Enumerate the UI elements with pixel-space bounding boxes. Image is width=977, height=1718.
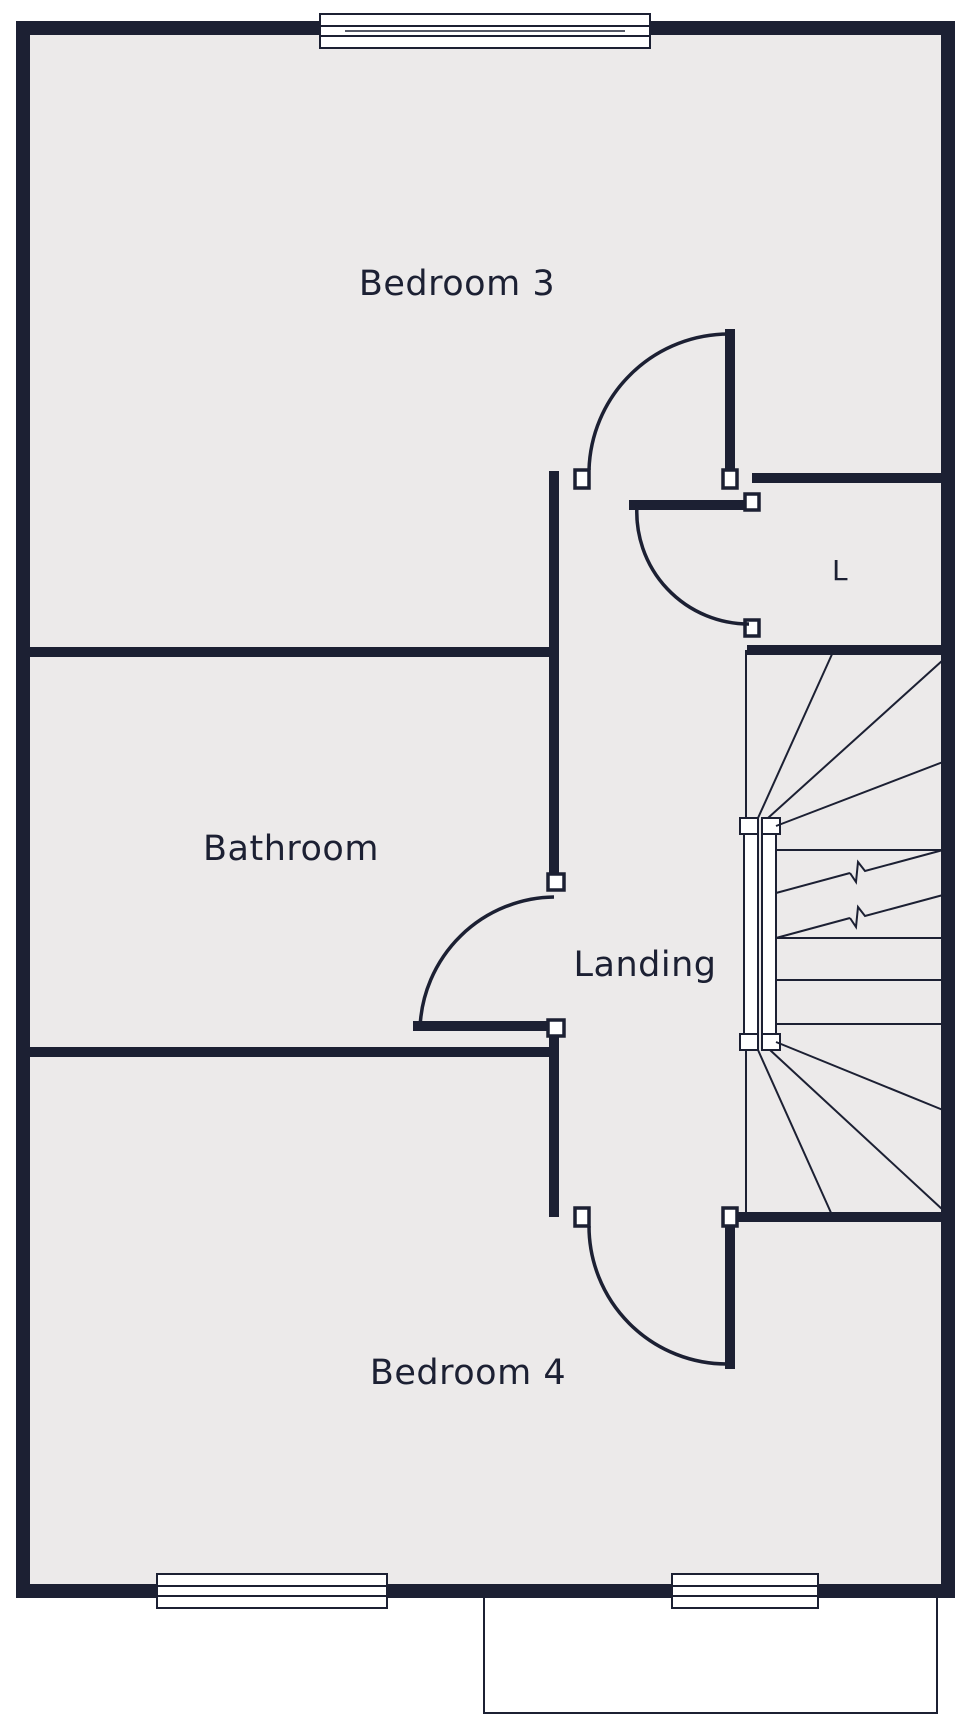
door-swings	[418, 332, 750, 1366]
window-bottom-left	[156, 1573, 388, 1609]
room-label-landing: Landing	[574, 945, 717, 985]
interior-walls	[18, 329, 953, 1369]
room-label-bedroom-3: Bedroom 3	[359, 264, 555, 304]
room-label-bathroom: Bathroom	[203, 829, 379, 869]
door-jambs	[546, 468, 761, 1228]
balcony-outline	[483, 1591, 938, 1714]
window-bottom-right	[671, 1573, 819, 1609]
floor-area	[23, 28, 948, 1591]
room-label-linen: L	[832, 554, 848, 587]
staircase	[739, 650, 944, 1217]
room-label-bedroom-4: Bedroom 4	[370, 1353, 566, 1393]
window-top	[319, 13, 651, 49]
